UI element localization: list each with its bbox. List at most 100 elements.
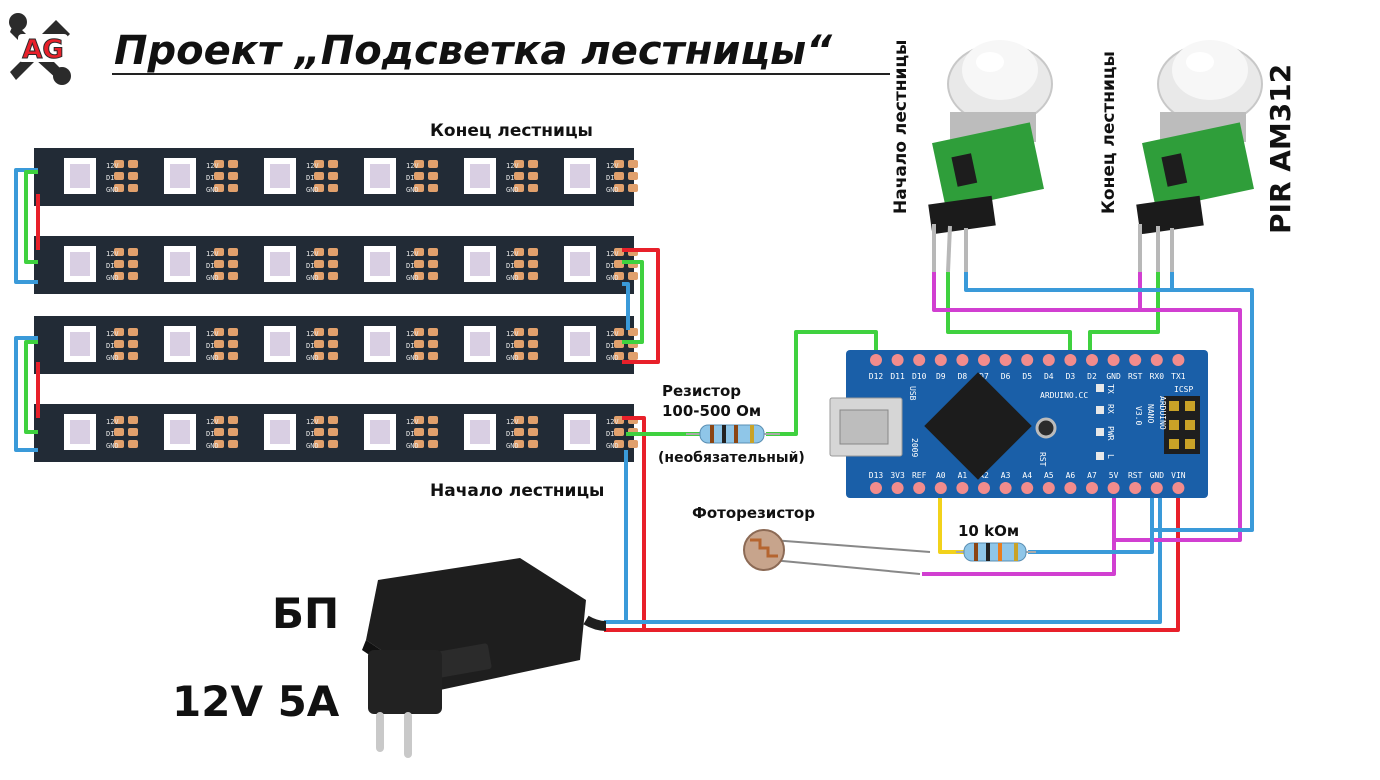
arduino-bottom-pin-label: 3V3 [890, 471, 905, 480]
arduino-top-pin[interactable] [956, 354, 969, 366]
pad-label-top: 12V [106, 418, 119, 426]
wire-12v-strip-2-3 [622, 248, 660, 364]
arduino-bottom-pin-label: A6 [1066, 471, 1076, 480]
arduino-top-pin[interactable] [1064, 354, 1077, 366]
arduino-top-pin[interactable] [913, 354, 926, 366]
solder-pad [414, 172, 424, 180]
solder-pad [228, 428, 238, 436]
arduino-bottom-pin[interactable] [891, 482, 904, 494]
arduino-bottom-pin-label: RST [1128, 471, 1143, 480]
solder-pad [414, 160, 424, 168]
arduino-bottom-pin[interactable] [934, 482, 947, 494]
pir-dome-icon [1157, 40, 1263, 125]
solder-pad [514, 260, 524, 268]
solder-pad [328, 160, 338, 168]
photoresistor-label: Фоторезистор [692, 504, 815, 522]
arduino-top-pin[interactable] [1107, 354, 1120, 366]
led-strip-row: 12VDIGND12VDIGND12VDIGND12VDIGND12VDIGND… [34, 316, 638, 374]
arduino-bottom-pin[interactable] [1150, 482, 1163, 494]
solder-pad [214, 340, 224, 348]
psu-label-2: 12V 5A [172, 677, 340, 726]
board-mark-rst: RST [1038, 452, 1047, 467]
solder-pad [114, 160, 124, 168]
arduino-bottom-pin[interactable] [1042, 482, 1055, 494]
arduino-bottom-pin-label: GND [1150, 471, 1165, 480]
solder-pad [528, 352, 538, 360]
pad-label-mid: DI [606, 174, 614, 182]
pad-label-mid: DI [306, 342, 314, 350]
solder-pad [614, 260, 624, 268]
arduino-top-pin[interactable] [1086, 354, 1098, 366]
arduino-top-pin[interactable] [999, 354, 1012, 366]
solder-pad [214, 248, 224, 256]
arduino-bottom-pin-label: A5 [1044, 471, 1054, 480]
board-mark-rx: RX [1106, 404, 1115, 414]
led-lens [270, 252, 290, 276]
arduino-top-pin[interactable] [1172, 354, 1185, 366]
solder-pad [328, 428, 338, 436]
arduino-bottom-pin[interactable] [999, 482, 1012, 494]
arduino-bottom-pin[interactable] [1064, 482, 1077, 494]
arduino-top-pin[interactable] [870, 354, 882, 366]
led-lens [370, 164, 390, 188]
arduino-top-pin[interactable] [891, 354, 904, 366]
pad-label-top: 12V [306, 418, 319, 426]
solder-pad [614, 184, 624, 192]
solder-pad [614, 416, 624, 424]
solder-pad [214, 172, 224, 180]
arduino-top-pin[interactable] [1129, 354, 1142, 366]
arduino-bottom-pin[interactable] [956, 482, 969, 494]
arduino-top-pin[interactable] [934, 354, 947, 366]
pad-label-top: 12V [306, 162, 319, 170]
wire-gnd-strip-2-3 [622, 282, 630, 330]
solder-pad [528, 172, 538, 180]
solder-pad [514, 416, 524, 424]
pad-label-mid: DI [106, 262, 114, 270]
arduino-top-pin[interactable] [1150, 354, 1163, 366]
arduino-bottom-pin[interactable] [1107, 482, 1120, 494]
arduino-top-pin[interactable] [978, 354, 990, 366]
led-lens [70, 332, 90, 356]
pad-label-top: 12V [406, 418, 419, 426]
wires [14, 168, 1254, 632]
pad-label-mid: DI [206, 430, 214, 438]
pad-label-top: 12V [506, 330, 519, 338]
led-lens [70, 164, 90, 188]
pad-label-mid: DI [406, 430, 414, 438]
pad-label-bot: GND [306, 442, 319, 450]
solder-pad [114, 184, 124, 192]
solder-pad [614, 440, 624, 448]
led-lens [370, 332, 390, 356]
arduino-bottom-pin[interactable] [913, 482, 926, 494]
arduino-top-pin[interactable] [1042, 354, 1055, 366]
led-lens [170, 420, 190, 444]
solder-pad [314, 272, 324, 280]
arduino-bottom-pin[interactable] [978, 482, 990, 494]
arduino-top-pin[interactable] [1021, 354, 1034, 366]
arduino-top-pin-label: RST [1128, 372, 1143, 381]
pad-label-mid: DI [306, 430, 314, 438]
solder-pad [228, 160, 238, 168]
reset-button[interactable] [1035, 417, 1057, 439]
solder-pad [514, 160, 524, 168]
arduino-bottom-pin[interactable] [1021, 482, 1034, 494]
pad-label-bot: GND [306, 354, 319, 362]
led-lens [570, 332, 590, 356]
arduino-bottom-pin[interactable] [1172, 482, 1185, 494]
solder-pad [128, 328, 138, 336]
page-title: Проект „Подсветка лестницы“ [114, 28, 833, 74]
arduino-bottom-pin[interactable] [1129, 482, 1142, 494]
pad-label-bot: GND [406, 354, 419, 362]
pir-start-label: Начало лестницы [891, 40, 911, 214]
arduino-bottom-pin[interactable] [870, 482, 882, 494]
wire-pir1-gnd [964, 272, 1254, 532]
arduino-bottom-pin[interactable] [1086, 482, 1098, 494]
solder-pad [414, 352, 424, 360]
solder-pad [628, 184, 638, 192]
